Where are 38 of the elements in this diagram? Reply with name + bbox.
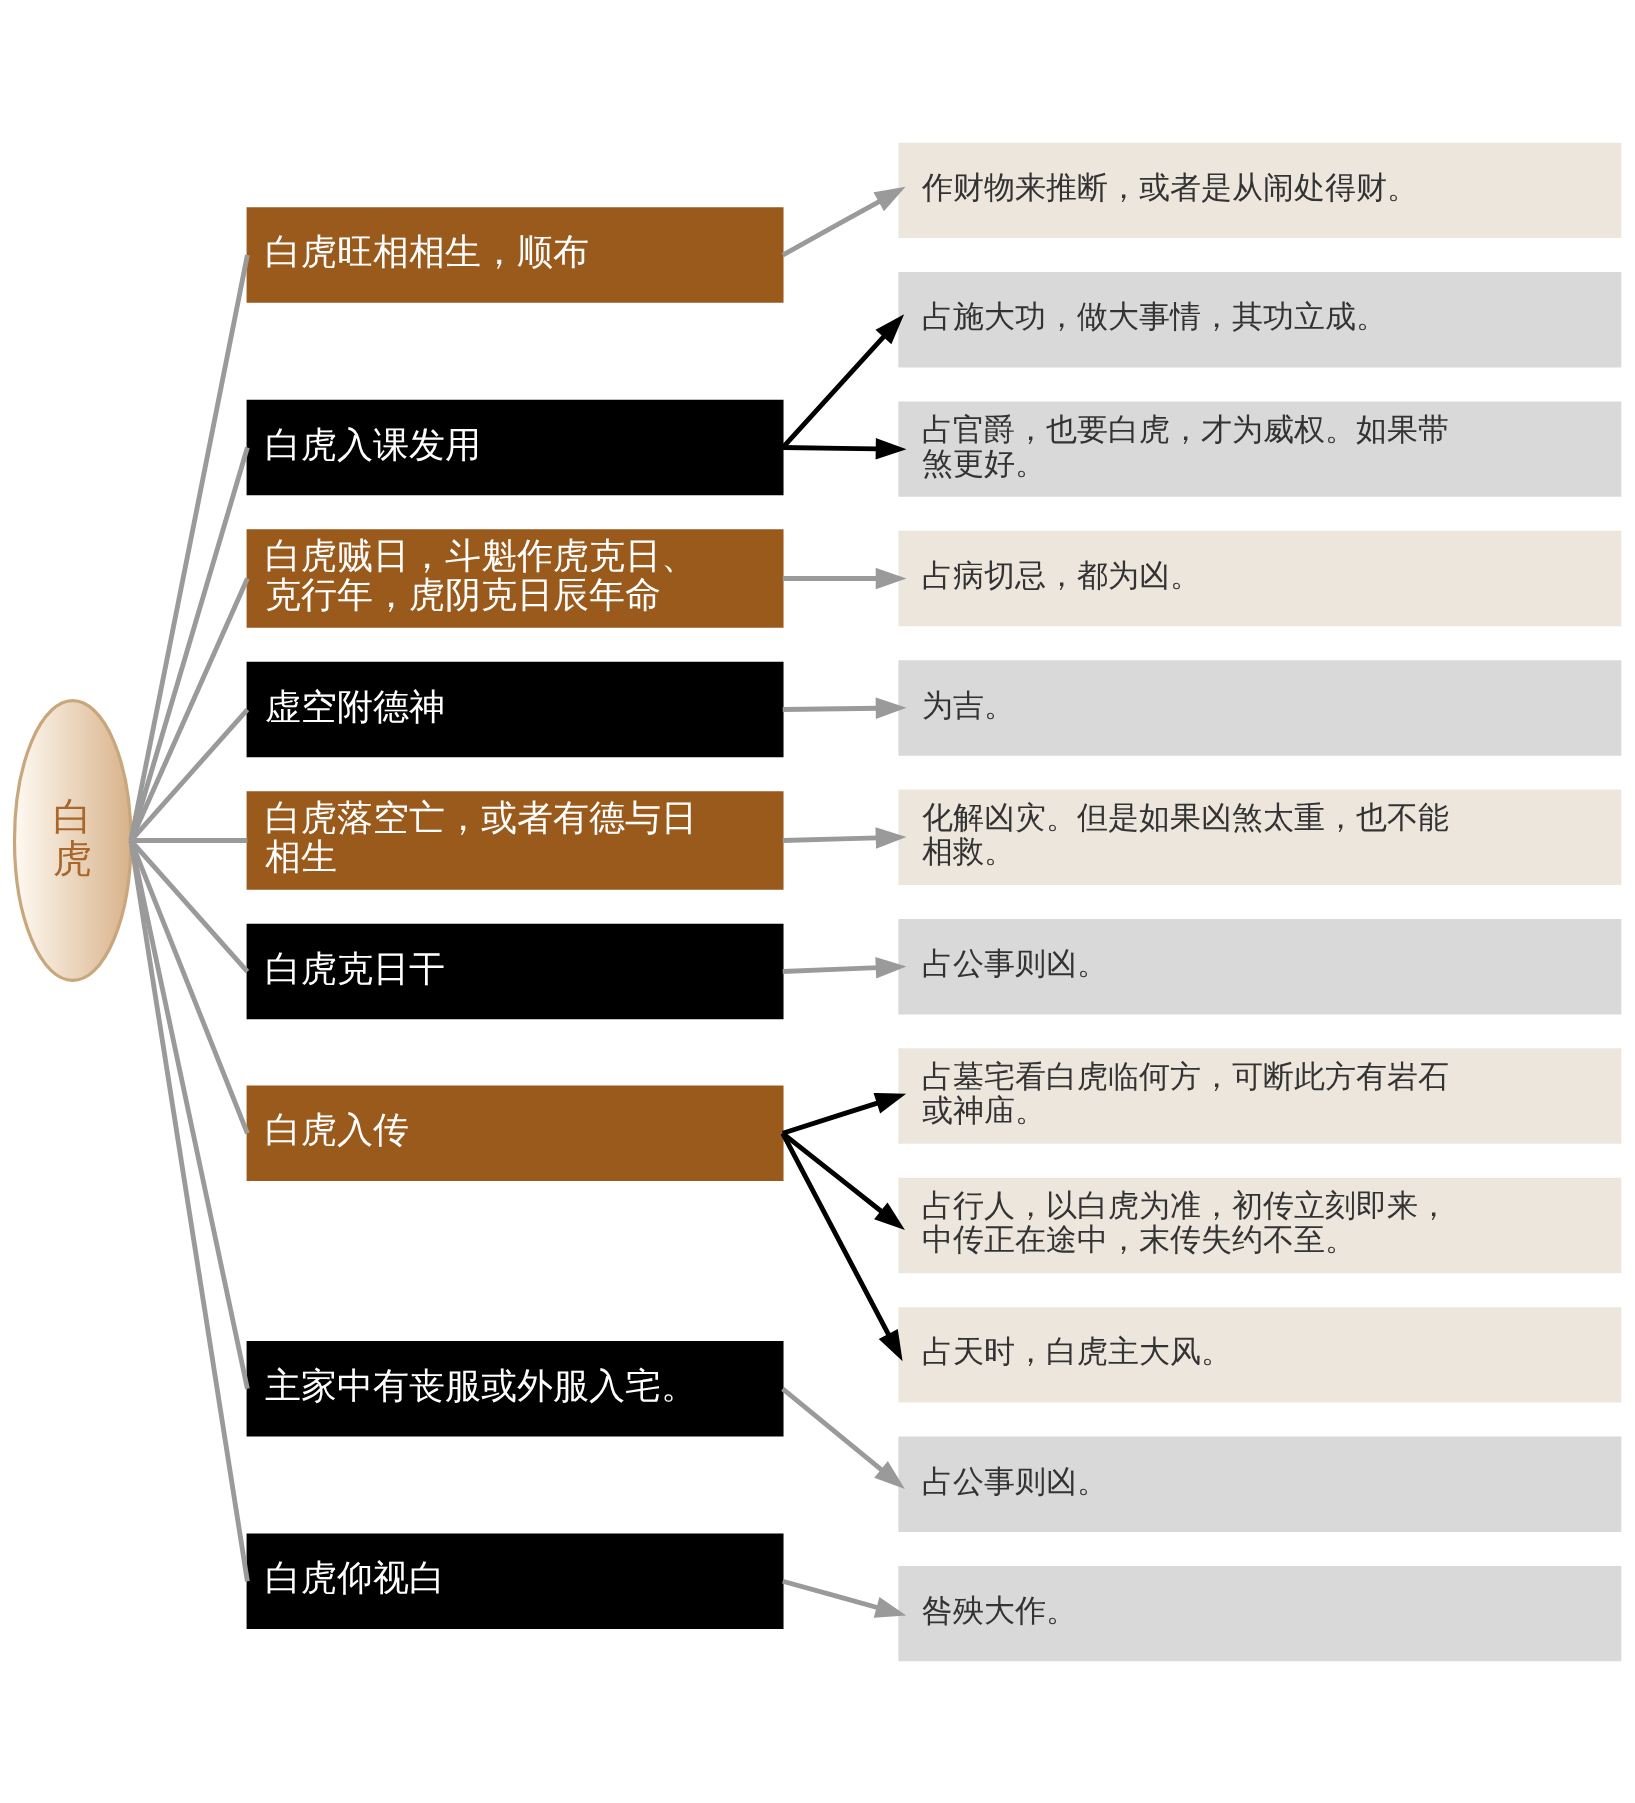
arrow [782,826,907,849]
node-box: 白虎入课发用 [246,399,784,495]
node-box: 白虎入传 [246,1085,784,1181]
connector [128,254,250,841]
arrow [782,956,907,978]
node-box: 白虎克日干 [246,923,784,1019]
node-box: 占墓宅看白虎临何方，可断此方有岩石或神庙。 [898,1047,1622,1144]
connector [128,839,250,1582]
arrow [781,1386,905,1489]
node-box: 白虎落空亡，或者有德与日相生 [246,790,784,890]
arrow [782,696,907,719]
node-box: 占公事则凶。 [898,1436,1622,1532]
arrow [782,437,907,460]
node-box: 占官爵，也要白虎，才为威权。如果带煞更好。 [898,400,1622,497]
connector [128,446,250,841]
node-box: 占行人，以白虎为准，初传立刻即来，中传正在途中，末传失约不至。 [898,1177,1622,1273]
arrow [782,567,907,589]
arrow [781,186,906,257]
node-box: 作财物来推断，或者是从闹处得财。 [898,142,1622,238]
node-box: 白虎旺相相生，顺布 [246,206,784,303]
node-box: 占天时，白虎主大风。 [898,1306,1622,1403]
connector [128,839,250,1389]
node-box: 虚空附德神 [246,661,784,757]
node-box: 咎殃大作。 [898,1565,1622,1661]
node-box: 主家中有丧服或外服入宅。 [246,1340,784,1437]
node-box: 占施大功，做大事情，其功立成。 [898,271,1622,367]
node-box: 占病切忌，都为凶。 [898,530,1622,626]
arrow [780,313,905,449]
node-box: 白虎仰视白 [246,1533,784,1629]
node-box: 为吉。 [898,659,1622,756]
node-box: 化解凶灾。但是如果凶煞太重，也不能相救。 [898,789,1622,885]
arrow [781,1130,905,1230]
node-box: 占公事则凶。 [898,918,1622,1014]
arrow [782,1092,907,1136]
node-box: 白虎贼日，斗魁作虎克日、克行年，虎阴克日辰年命 [246,528,784,628]
arrow [782,1578,907,1618]
arrow [780,1131,903,1361]
node-ellipse: 白虎 [12,698,133,982]
